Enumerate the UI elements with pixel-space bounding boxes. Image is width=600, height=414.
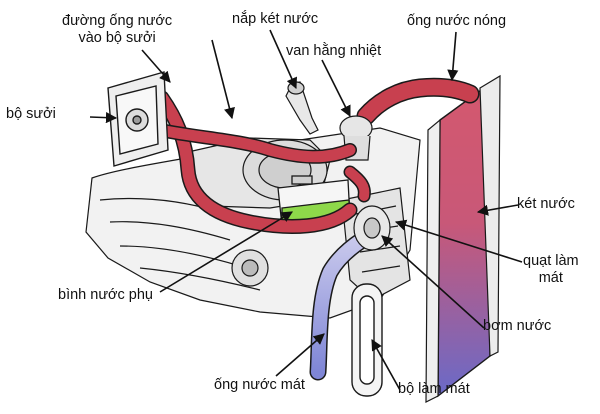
leader-arrows: [89, 29, 523, 391]
heater-core: [107, 71, 169, 167]
label-radiator: két nước: [517, 196, 575, 212]
label-cold-water-hose: ống nước mát: [214, 377, 305, 393]
label-water-pump: bơm nước: [483, 318, 552, 334]
label-cooling-fan-line2: mát: [538, 270, 563, 286]
label-cooling-fan-line1: quạt làm: [523, 253, 579, 269]
label-cooling-fan: quạt làm mát: [523, 253, 579, 287]
label-heater: bộ sưởi: [6, 106, 56, 122]
label-radiator-cap: nắp két nước: [232, 11, 319, 27]
heater-hoses: [153, 90, 371, 234]
label-heater-hose-line1: đường ống nước: [62, 13, 173, 29]
label-heater-hose-line2: vào bộ sưởi: [78, 30, 156, 46]
radiator-core: [425, 74, 501, 403]
label-hot-water-hose: ống nước nóng: [407, 13, 507, 29]
label-heater-hose: đường ống nước vào bộ sưởi: [62, 13, 172, 47]
label-reservoir-tank: bình nước phụ: [58, 287, 154, 303]
water-pump: [353, 205, 391, 251]
cooler-tank: [351, 283, 383, 397]
label-cooler: bộ làm mát: [398, 381, 470, 397]
radiator-cap: [285, 81, 319, 135]
label-thermostat: van hằng nhiệt: [286, 43, 382, 59]
